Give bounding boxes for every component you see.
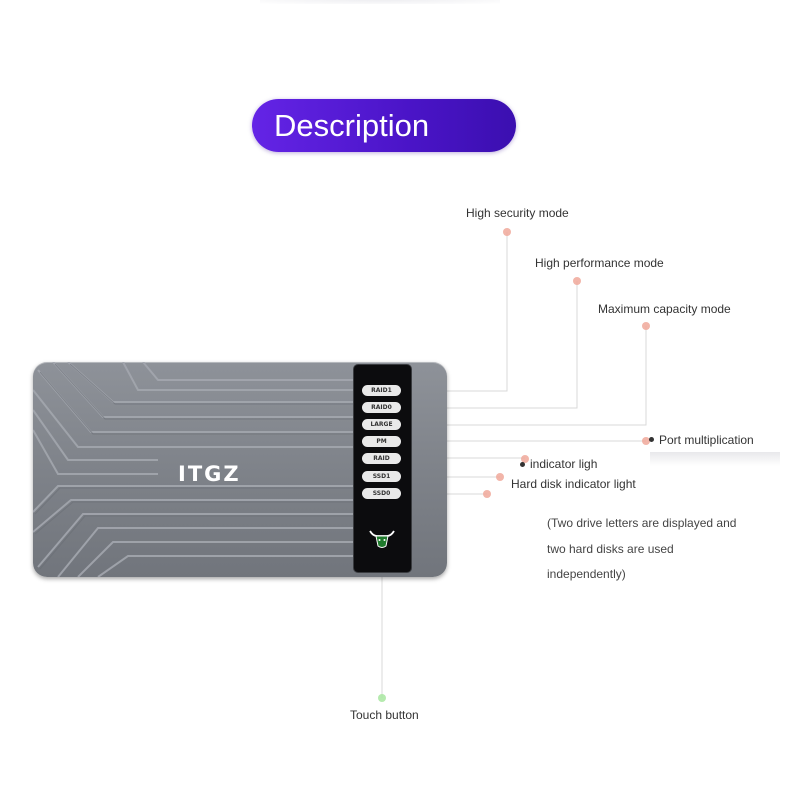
device-grooves (33, 362, 363, 577)
top-decor (260, 0, 500, 4)
callout-dot (496, 473, 504, 481)
callout-dot (642, 322, 650, 330)
bull-head-icon[interactable] (367, 528, 397, 550)
callout-dot (642, 437, 650, 445)
note-line-1: (Two drive letters are displayed and (547, 516, 737, 530)
bullet-icon (649, 437, 654, 442)
port-multiplication-label: Port multiplication (659, 433, 754, 447)
note-line-2: two hard disks are used (547, 542, 674, 556)
high-performance-label: High performance mode (535, 256, 664, 270)
pm-button[interactable]: PM (362, 436, 401, 447)
max-capacity-label: Maximum capacity mode (598, 302, 731, 316)
indicator-light-label: indicator ligh (530, 457, 598, 471)
touch-button-label: Touch button (350, 708, 419, 722)
bullet-icon (520, 462, 525, 467)
ssd1-indicator: SSD1 (362, 471, 401, 482)
callout-dot (573, 277, 581, 285)
device-brand-logo: ITGZ (178, 462, 241, 486)
raid-indicator: RAID (362, 453, 401, 464)
high-security-label: High security mode (466, 206, 569, 220)
callout-dot (503, 228, 511, 236)
page-title: Description (252, 99, 516, 152)
hard-disk-indicator-label: Hard disk indicator light (511, 477, 636, 491)
callout-dot (378, 694, 386, 702)
raid1-button[interactable]: RAID1 (362, 385, 401, 396)
callout-dot (483, 490, 491, 498)
large-button[interactable]: LARGE (362, 419, 401, 430)
ssd0-indicator: SSD0 (362, 488, 401, 499)
decor-strip (650, 452, 780, 466)
raid0-button[interactable]: RAID0 (362, 402, 401, 413)
callout-dot (521, 455, 529, 463)
control-panel: RAID1 RAID0 LARGE PM RAID SSD1 SSD0 (354, 365, 411, 572)
note-line-3: independently) (547, 567, 626, 581)
